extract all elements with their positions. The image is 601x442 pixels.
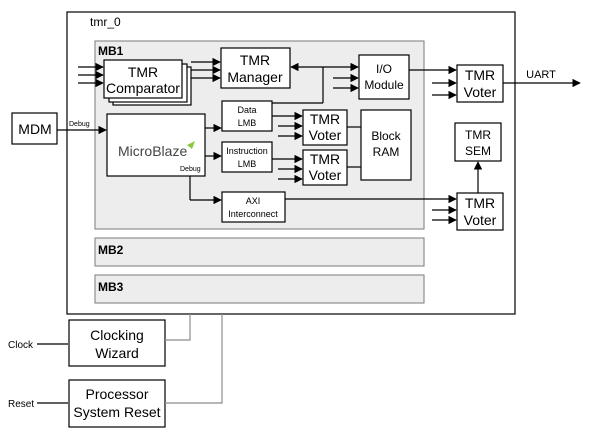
io-module-box: [358, 54, 410, 100]
instruction-lmb-line2: LMB: [238, 159, 257, 169]
mb3-region: [94, 274, 425, 304]
io-module-line2: Module: [364, 78, 404, 92]
tmr-0-label: tmr_0: [90, 15, 121, 29]
data-voter-line2: Voter: [309, 127, 342, 143]
data-lmb-line1: Data: [237, 105, 256, 115]
tmr-manager-line1: TMR: [240, 52, 270, 68]
clocking-wizard-box: [68, 319, 166, 367]
uart-voter-line1: TMR: [465, 67, 495, 83]
clock-input-label: Clock: [8, 340, 34, 351]
axi-line1: AXI: [246, 196, 261, 206]
microblaze-debug-tag: Debug: [180, 166, 201, 173]
uart-voter-box: [456, 64, 504, 103]
clocking-wizard-line2: Wizard: [95, 345, 139, 361]
uart-voter-line2: Voter: [464, 84, 497, 100]
tmr-sem-box: [454, 122, 502, 162]
tmr-sem-line2: SEM: [465, 144, 491, 158]
tmr-manager-box: [220, 47, 291, 89]
data-lmb-line2: LMB: [238, 118, 257, 128]
tmr-sem-line1: TMR: [465, 128, 491, 142]
axi-voter-line1: TMR: [465, 195, 495, 211]
mb2-region: [94, 237, 425, 267]
tmr-comparator-line1: TMR: [128, 64, 158, 80]
axi-interconnect-box: [221, 191, 286, 223]
block-ram-box: [360, 109, 412, 181]
clocking-wizard-line1: Clocking: [90, 327, 144, 343]
reset-to-tmr-line: [165, 314, 223, 404]
microblaze-logo-icon: [187, 141, 195, 149]
mdm-box: [11, 112, 58, 145]
microblaze-label: MicroBlaze: [118, 143, 187, 159]
mdm-debug-tag: Debug: [69, 121, 90, 128]
tmr-manager-line2: Manager: [227, 69, 283, 85]
io-module-line1: I/O: [376, 62, 392, 76]
axi-voter-line2: Voter: [464, 212, 497, 228]
data-lmb-box: [221, 100, 273, 132]
mb3-label: MB3: [98, 280, 124, 294]
mb2-label: MB2: [98, 243, 124, 257]
tmr-comparator-line2: Comparator: [106, 80, 180, 96]
axi-line2: Interconnect: [228, 209, 278, 219]
instruction-lmb-box: [221, 141, 273, 173]
mdm-label: MDM: [18, 121, 51, 137]
block-ram-line2: RAM: [373, 145, 400, 159]
uart-label: UART: [526, 69, 556, 81]
instr-voter-line1: TMR: [310, 151, 340, 167]
data-voter-line1: TMR: [310, 111, 340, 127]
reset-block-line2: System Reset: [73, 404, 160, 420]
data-voter-box: [302, 109, 348, 146]
clock-to-tmr-line: [165, 314, 191, 341]
block-ram-line1: Block: [371, 129, 401, 143]
reset-input-label: Reset: [8, 399, 34, 410]
reset-block-line1: Processor: [85, 386, 148, 402]
mb1-label: MB1: [98, 44, 124, 58]
axi-voter-box: [456, 192, 504, 231]
instr-voter-line2: Voter: [309, 167, 342, 183]
instruction-lmb-line1: Instruction: [226, 146, 268, 156]
tmr-comparator-box: [103, 59, 183, 99]
